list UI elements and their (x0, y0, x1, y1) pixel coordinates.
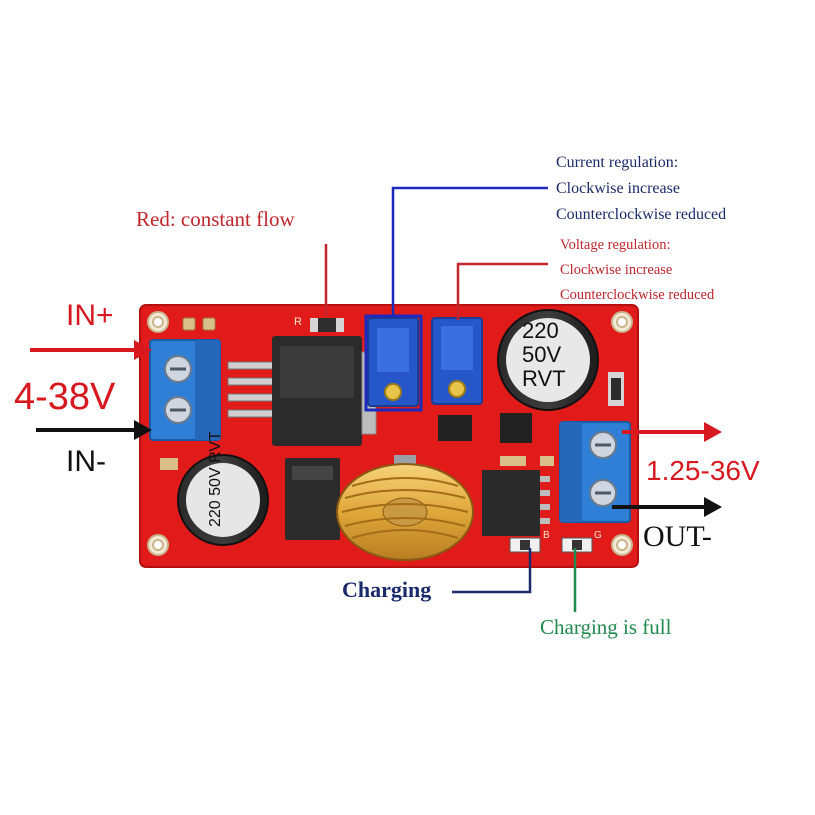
in-plus-label: IN+ (66, 299, 114, 332)
charging-label: Charging (342, 577, 432, 602)
charging-full-label: Charging is full (540, 615, 672, 639)
cap-small-text: 220 50V RVT (207, 431, 241, 527)
leader-current-regulation (391, 186, 548, 316)
cap-large-line2: 50V (522, 342, 562, 367)
constant-flow-label: Red: constant flow (136, 207, 295, 231)
current-regulation-cw: Clockwise increase (556, 180, 680, 197)
leader-voltage-regulation (456, 262, 548, 320)
led-charging (509, 537, 541, 553)
current-trimmer (367, 317, 419, 407)
schottky-diode (285, 458, 340, 540)
cap-small-line3: RVT (207, 431, 224, 463)
smd-resistor (310, 318, 344, 332)
voltage-regulation-title: Voltage regulation: (560, 237, 671, 253)
in-plus-arrow (30, 340, 152, 360)
smd-parts (160, 456, 554, 470)
cap-small-line2: 50V (207, 467, 224, 496)
cap-large-line3: RVT (522, 366, 566, 391)
mounting-holes (147, 311, 633, 556)
leader-charging (452, 548, 532, 594)
current-regulation-title: Current regulation: (556, 154, 679, 171)
out-minus-label: OUT- (643, 520, 712, 553)
cap-small-line1: 220 (207, 500, 224, 527)
toroid-inductor (336, 455, 474, 561)
current-regulation-ccw: Counterclockwise reduced (556, 206, 727, 223)
led-charged (561, 537, 593, 553)
test-pads (182, 317, 216, 331)
out-minus-arrow (612, 497, 722, 517)
in-minus-label: IN- (66, 445, 106, 478)
highlight-current-trimmer (364, 314, 423, 412)
output-terminal (559, 421, 631, 523)
in-minus-arrow (36, 420, 152, 440)
input-terminal (149, 339, 221, 441)
silk-r: R (294, 316, 302, 328)
voltage-trimmer (431, 317, 483, 405)
capacitor-large (497, 309, 599, 411)
capacitor-small (177, 454, 269, 546)
output-range-label: 1.25-36V (646, 455, 760, 486)
silk-b: B (543, 530, 550, 541)
control-ic (482, 470, 550, 536)
voltage-regulation-cw: Clockwise increase (560, 262, 673, 278)
out-plus-arrow (622, 422, 722, 442)
input-range-label: 4-38V (14, 376, 116, 418)
cap-large-line1: 220 (522, 318, 559, 343)
voltage-regulation-ccw: Counterclockwise reduced (560, 287, 715, 303)
regulator-ic (272, 336, 377, 446)
small-chips (438, 372, 624, 443)
silk-g: G (594, 530, 602, 541)
